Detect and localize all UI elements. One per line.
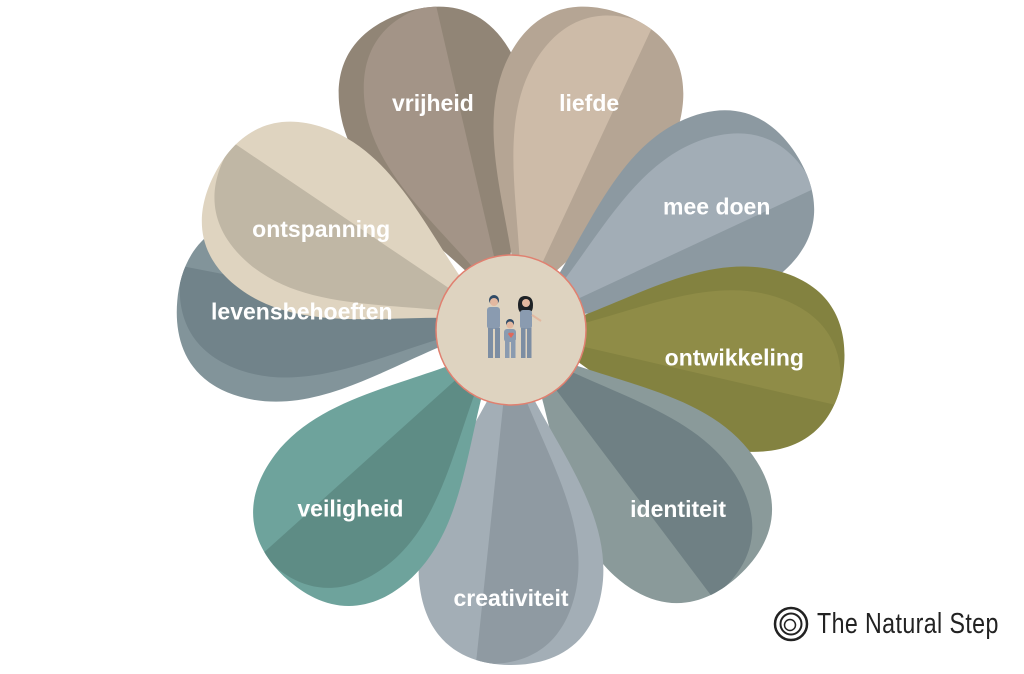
petal-label: creativiteit (453, 585, 568, 611)
petal-shade (363, 3, 507, 311)
petal-label: ontwikkeling (665, 344, 804, 370)
petal-label: levensbehoeften (211, 299, 393, 325)
petal-label: identiteit (630, 496, 726, 522)
petal-shade (214, 142, 495, 319)
petal-shade (529, 133, 815, 322)
petal-label: ontspanning (252, 216, 390, 242)
the-natural-step-logo: The Natural Step (773, 606, 1024, 642)
petal-label: vrijheid (392, 90, 474, 116)
petal-shade (475, 350, 579, 664)
petal-vrijheid (338, 3, 529, 312)
petal-label: mee doen (663, 193, 770, 219)
petal-label: liefde (559, 90, 619, 116)
family-icon (487, 295, 542, 358)
petal-ontspanning (201, 121, 495, 321)
petal-veiligheid (253, 343, 498, 606)
petal-shade (530, 290, 841, 406)
petal-liefde (493, 6, 684, 312)
logo-text: The Natural Step (817, 607, 999, 640)
petal-label: veiligheid (297, 495, 403, 521)
petal-creativiteit (418, 350, 604, 665)
petal-shade (523, 345, 753, 598)
concentric-circles-icon (773, 606, 809, 642)
petal-ontwikkeling (530, 266, 845, 452)
petal-shade (513, 15, 653, 312)
center-circle (435, 254, 587, 406)
petal-shade (262, 343, 497, 588)
